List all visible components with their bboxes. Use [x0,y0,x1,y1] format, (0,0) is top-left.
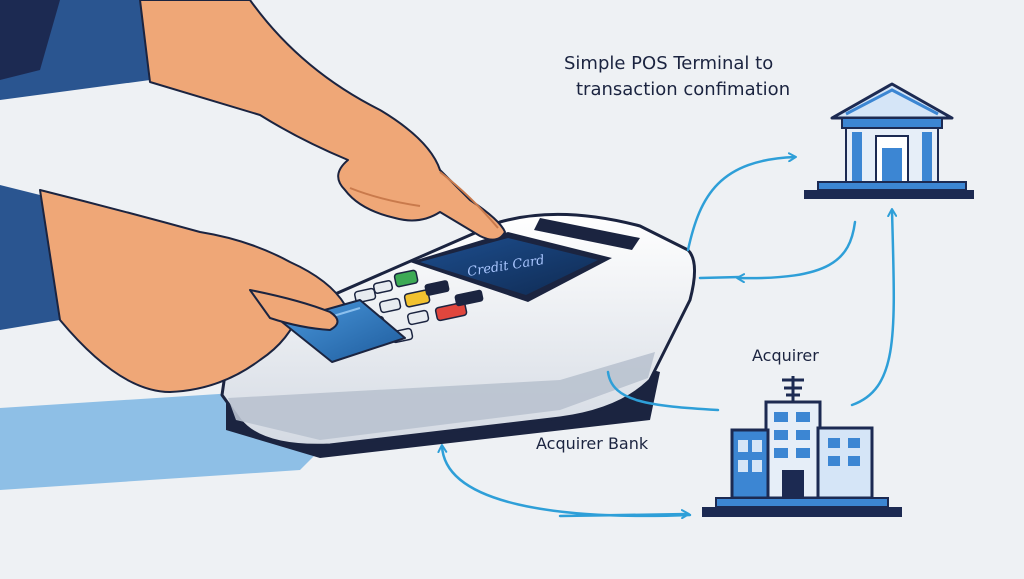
upper-hand [0,0,506,241]
bank-building-icon [804,82,974,199]
acquirer-label: Acquirer [752,346,819,365]
arrow-acquirer-to-terminal [437,444,692,518]
arrow-tail [558,509,690,520]
arrow-terminal-to-acquirer [606,370,720,412]
arrow-bank-to-terminal [736,220,857,284]
arrow-terminal-to-bank [686,152,797,252]
antenna-icon [782,376,804,402]
diagram-title-line-2: transaction confimation [576,79,791,100]
line-terminal-return [698,275,742,280]
pos-terminal-icon: Credit Card [220,212,696,458]
acquirer-building-icon [702,376,902,517]
diagram-title-line-1: Simple POS Terminal to [564,53,774,74]
thumb [249,289,339,331]
acquirer-bank-label: Acquirer Bank [536,434,649,453]
lower-hand [0,185,347,393]
flow-arrows [437,152,898,520]
arrow-acquirer-to-bank [850,208,898,407]
